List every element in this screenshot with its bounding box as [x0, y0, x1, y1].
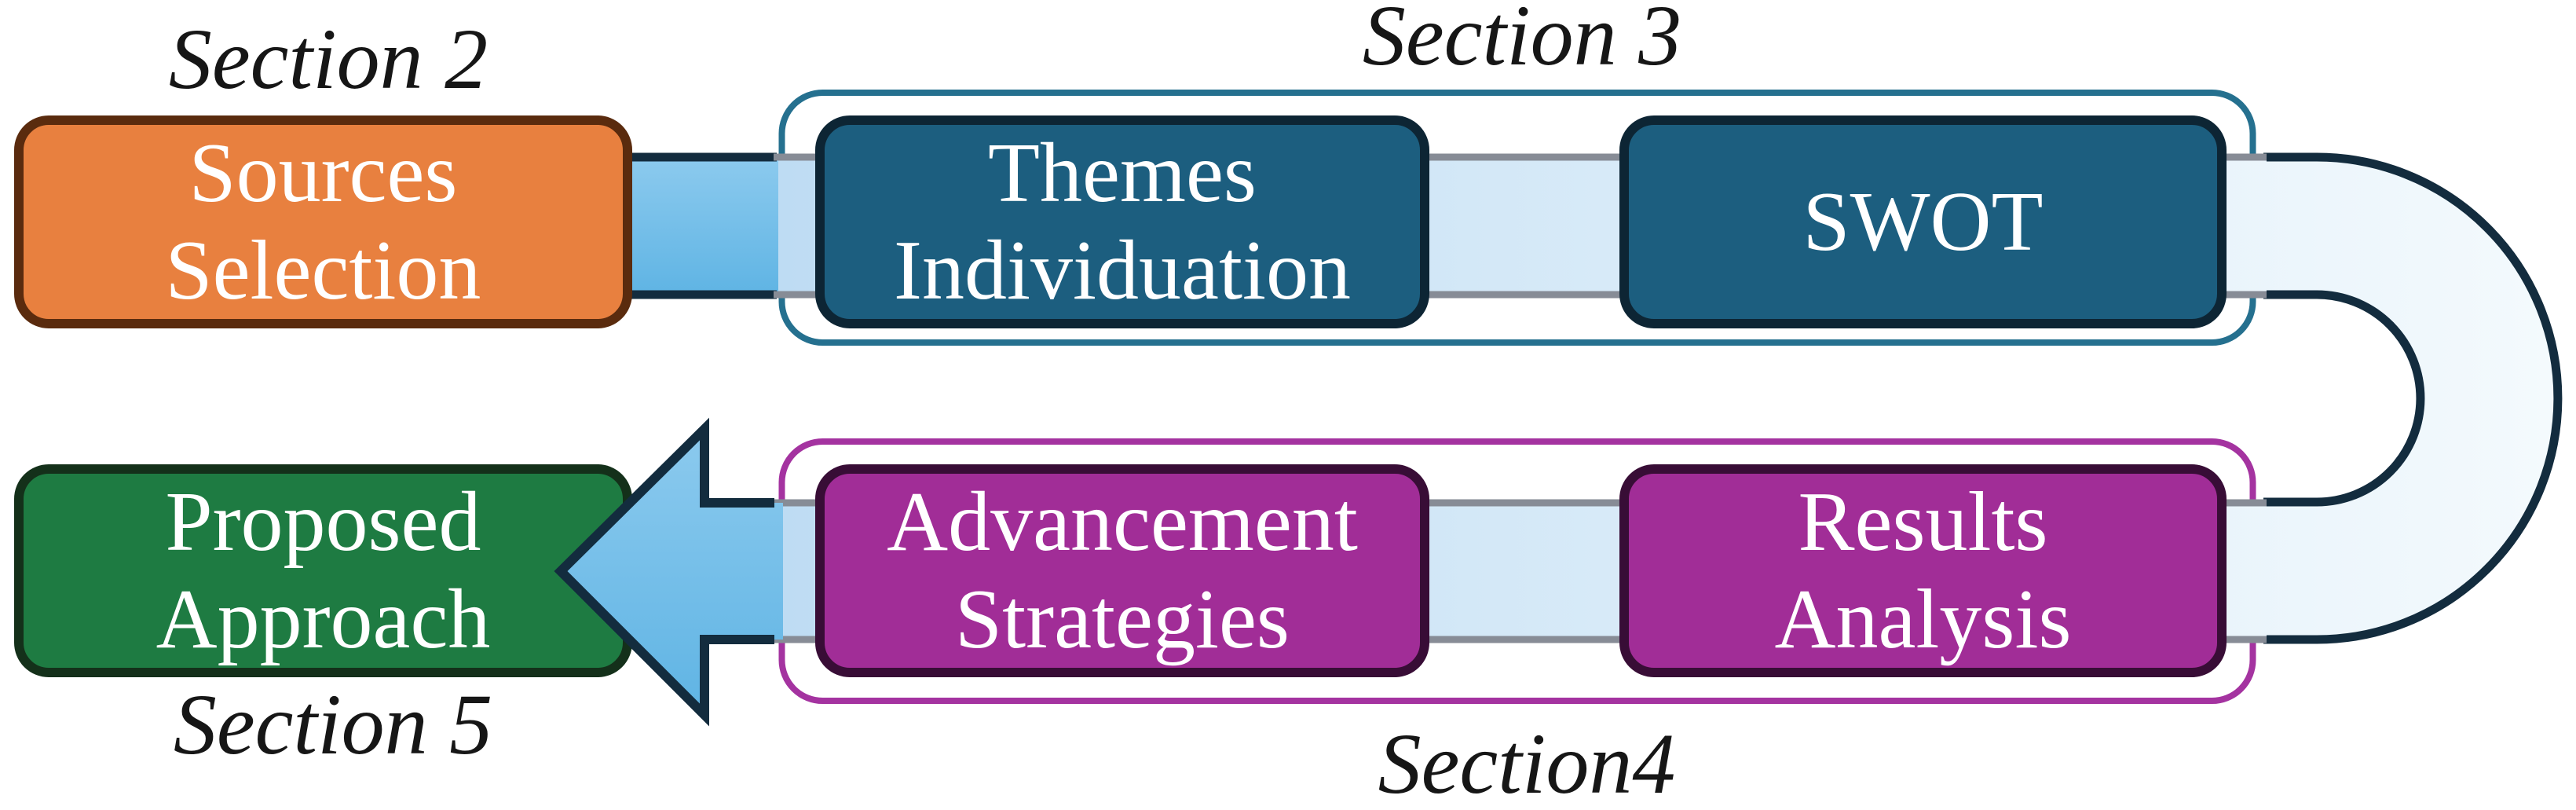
pipe-results-to-advancement	[1414, 503, 1637, 640]
sources-selection-line2: Selection	[165, 223, 481, 317]
sources-selection-line1: Sources	[188, 126, 458, 220]
pipe-top-gray-edges	[774, 153, 2267, 299]
pipe-sources-to-section3	[624, 157, 783, 295]
u-turn-pipe-inner-edge	[2263, 290, 2425, 507]
proposed-approach-box: Proposed Approach	[14, 464, 632, 677]
proposed-approach-line2: Approach	[156, 572, 491, 666]
section2-label: Section 2	[168, 11, 488, 107]
results-analysis-line2: Analysis	[1774, 572, 2072, 666]
results-analysis-line1: Results	[1798, 475, 2048, 569]
themes-individuation-line2: Individuation	[894, 223, 1351, 317]
results-analysis-box: Results Analysis	[1619, 464, 2227, 677]
proposed-approach-line1: Proposed	[165, 475, 481, 569]
pipe-bottom-gray-edges	[774, 499, 2267, 643]
advancement-strategies-line1: Advancement	[887, 475, 1358, 569]
pipe-sources-edges	[624, 152, 777, 299]
flow-arrow-outline	[554, 417, 774, 727]
section3-label: Section 3	[1362, 0, 1682, 83]
advancement-strategies-line2: Strategies	[955, 572, 1290, 666]
u-turn-pipe-fill	[2245, 157, 2558, 640]
swot-box: SWOT	[1619, 115, 2227, 328]
u-turn-pipe-outer-edge	[2263, 152, 2563, 644]
flow-arrow-fill	[561, 429, 783, 715]
themes-individuation-box: Themes Individuation	[815, 115, 1429, 328]
section5-label: Section 5	[173, 676, 493, 772]
themes-individuation-line1: Themes	[988, 126, 1257, 220]
advancement-strategies-box: Advancement Strategies	[815, 464, 1429, 677]
pipe-themes-to-swot	[1414, 157, 1637, 295]
section4-label: Section4	[1378, 716, 1676, 810]
swot-line1: SWOT	[1802, 174, 2044, 269]
sources-selection-box: Sources Selection	[14, 115, 632, 328]
